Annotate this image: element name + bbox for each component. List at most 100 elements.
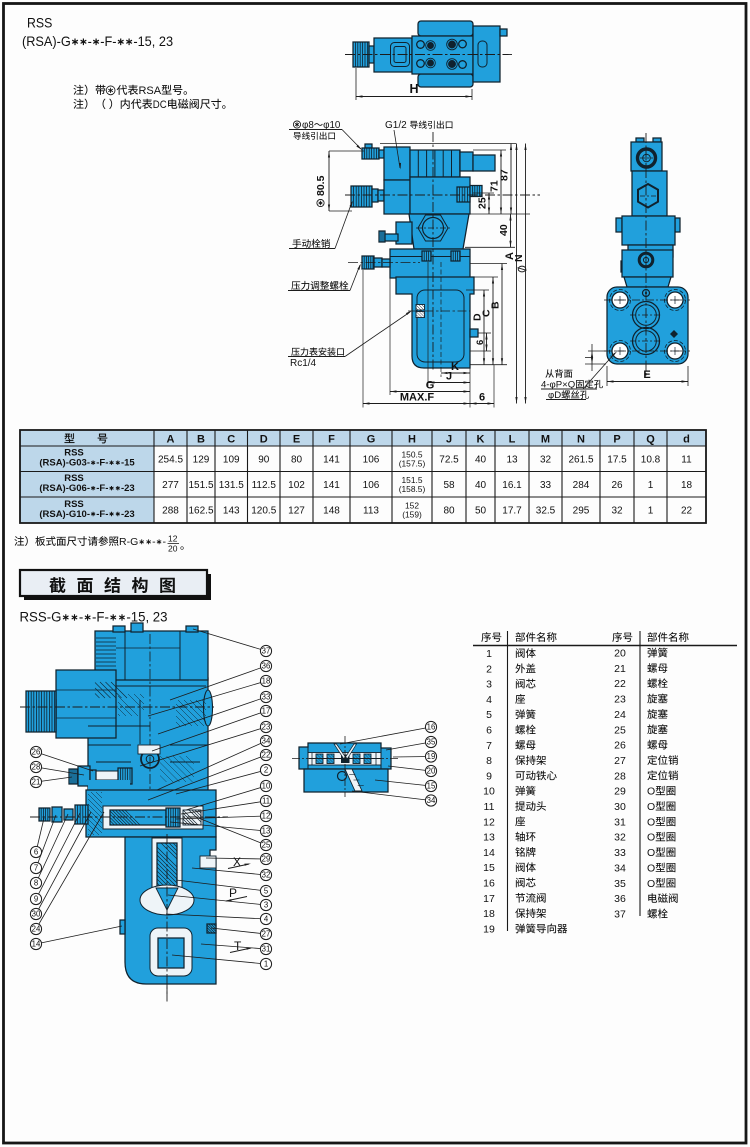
svg-text:26: 26: [32, 748, 41, 757]
svg-text:R-G: R-G: [119, 536, 138, 548]
svg-text:14: 14: [483, 847, 495, 859]
svg-text:(159): (159): [402, 510, 422, 520]
svg-text:102: 102: [288, 480, 305, 491]
svg-text:295: 295: [573, 506, 590, 517]
svg-text:24: 24: [32, 925, 41, 934]
svg-text:K: K: [477, 434, 485, 446]
svg-text:-: -: [88, 33, 92, 49]
svg-text:162.5: 162.5: [188, 506, 213, 517]
svg-text:72.5: 72.5: [439, 454, 459, 465]
svg-text:-: -: [163, 536, 167, 548]
svg-text:141: 141: [323, 480, 340, 491]
svg-text:50: 50: [475, 506, 487, 517]
svg-text:36: 36: [614, 893, 626, 905]
svg-text:21: 21: [32, 778, 41, 787]
svg-text:26: 26: [614, 740, 626, 752]
svg-text:D: D: [472, 313, 484, 321]
svg-text:O: O: [647, 816, 655, 828]
svg-text:29: 29: [262, 855, 271, 864]
svg-text:14: 14: [32, 940, 41, 949]
svg-text:80: 80: [443, 506, 455, 517]
svg-text:261.5: 261.5: [568, 454, 593, 465]
svg-text:31: 31: [614, 816, 626, 828]
svg-text:22: 22: [614, 678, 626, 690]
svg-text:129: 129: [193, 454, 210, 465]
svg-text:12: 12: [262, 812, 271, 821]
svg-text:71: 71: [489, 180, 501, 192]
svg-text:19: 19: [483, 923, 495, 935]
svg-text:12: 12: [483, 816, 495, 828]
svg-text:112.5: 112.5: [252, 480, 277, 491]
svg-text:P: P: [229, 886, 237, 900]
svg-text:7: 7: [486, 740, 492, 752]
svg-text:J: J: [446, 434, 452, 446]
svg-text:4-φP×Q: 4-φP×Q: [541, 380, 575, 391]
svg-text:12: 12: [168, 534, 178, 544]
svg-text:3: 3: [264, 901, 268, 910]
svg-text:O: O: [647, 847, 655, 859]
svg-text:18: 18: [681, 480, 693, 491]
svg-text:131.5: 131.5: [219, 480, 244, 491]
svg-text:2: 2: [486, 663, 492, 675]
svg-text:16.1: 16.1: [502, 480, 522, 491]
svg-text:30: 30: [614, 801, 626, 813]
svg-text:P: P: [613, 434, 620, 446]
svg-text:1: 1: [648, 480, 654, 491]
svg-text:18: 18: [483, 908, 495, 920]
svg-text:40: 40: [475, 480, 487, 491]
svg-text:G: G: [426, 380, 435, 392]
svg-text:32: 32: [540, 454, 552, 465]
svg-text:RSS: RSS: [64, 473, 84, 484]
svg-text:25: 25: [477, 197, 489, 209]
svg-text:17: 17: [262, 707, 271, 716]
svg-text:A: A: [167, 434, 175, 446]
svg-text:15: 15: [427, 782, 436, 791]
svg-text:C: C: [227, 434, 235, 446]
svg-text:22: 22: [681, 506, 693, 517]
svg-text:9: 9: [34, 895, 38, 904]
svg-text:d: d: [683, 434, 690, 446]
svg-text:20: 20: [427, 767, 436, 776]
svg-text:35: 35: [427, 738, 436, 747]
svg-text:G: G: [367, 434, 376, 446]
svg-text:(157.5): (157.5): [399, 458, 426, 468]
svg-text:151.5: 151.5: [188, 480, 213, 491]
svg-text:25: 25: [614, 724, 626, 736]
svg-text:3: 3: [486, 679, 492, 691]
svg-text:F: F: [328, 434, 335, 446]
svg-text:30: 30: [32, 910, 41, 919]
svg-text:27: 27: [614, 755, 626, 767]
svg-text:-F-: -F-: [96, 458, 108, 469]
svg-text:11: 11: [262, 797, 270, 806]
svg-text:E: E: [643, 369, 650, 381]
svg-text:34: 34: [262, 737, 271, 746]
svg-text:-15, 23: -15, 23: [133, 33, 173, 49]
svg-text:Q: Q: [646, 434, 655, 446]
svg-text:O: O: [647, 801, 655, 813]
svg-text:MAX.F: MAX.F: [400, 392, 435, 404]
svg-text:N: N: [513, 254, 525, 262]
svg-text:32.5: 32.5: [536, 506, 556, 517]
svg-text:36: 36: [262, 662, 271, 671]
svg-text:13: 13: [483, 832, 495, 844]
svg-text:RSS: RSS: [27, 15, 52, 31]
svg-text:151.5: 151.5: [402, 475, 423, 485]
svg-text:109: 109: [223, 454, 240, 465]
svg-text:33: 33: [540, 480, 552, 491]
svg-text:58: 58: [443, 480, 455, 491]
svg-text:H: H: [408, 434, 416, 446]
svg-text:15: 15: [483, 862, 495, 874]
svg-text:-F-: -F-: [100, 33, 117, 49]
svg-text:-F-: -F-: [96, 483, 108, 494]
svg-text:(RSA)-G10-: (RSA)-G10-: [39, 509, 90, 520]
svg-text:B: B: [197, 434, 205, 446]
svg-text:-: -: [152, 536, 156, 548]
svg-text:O: O: [647, 862, 655, 874]
svg-text:28: 28: [614, 770, 626, 782]
svg-text:35: 35: [614, 878, 626, 890]
svg-text:10: 10: [483, 786, 495, 798]
svg-text:13: 13: [506, 454, 518, 465]
svg-text:D: D: [260, 434, 268, 446]
svg-text:4: 4: [486, 694, 492, 706]
svg-text:34: 34: [614, 862, 626, 874]
